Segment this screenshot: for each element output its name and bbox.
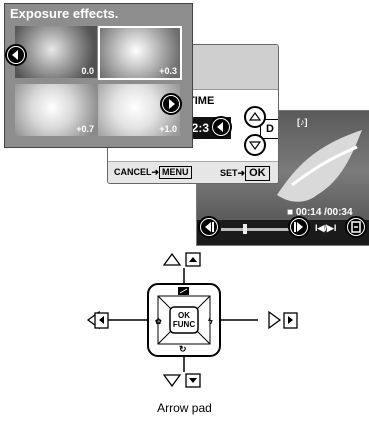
music-icon: [♪]	[297, 117, 308, 127]
date-format-box[interactable]: D	[260, 119, 278, 139]
movie-timecode: ■ 00:14 /00:34	[287, 207, 353, 218]
time-left-button[interactable]	[210, 116, 232, 138]
datetime-dialog: TIME 12:3 D CANCEL➜MENU SET➜OK	[107, 44, 279, 184]
exit-icon	[348, 219, 364, 235]
frame-back-button[interactable]	[198, 216, 220, 238]
down-button[interactable]	[174, 342, 194, 356]
right-button[interactable]	[204, 310, 218, 330]
dialog-footer-bar	[108, 161, 278, 183]
time-down-button[interactable]	[244, 134, 266, 156]
exposure-value: +1.0	[159, 124, 177, 134]
playback-progress-knob[interactable]	[243, 224, 247, 234]
bird-image	[277, 130, 362, 202]
exposure-thumbnail[interactable]: 0.0	[15, 26, 97, 78]
cancel-label: CANCEL	[114, 167, 152, 177]
down-arrow-icon	[248, 141, 262, 151]
frame-forward-button[interactable]	[288, 216, 310, 238]
arrow-pad-diagram: ✿ ϟ ↻ OK FUNC	[68, 250, 308, 390]
exit-playback-button[interactable]	[345, 216, 367, 238]
up-arrow-icon	[248, 111, 262, 121]
set-label: SET	[220, 168, 238, 178]
exposure-thumbnail-selected[interactable]: +0.3	[98, 26, 182, 80]
timecode-text: 00:14 /00:34	[295, 207, 353, 218]
exposure-value: 0.0	[81, 66, 94, 76]
playback-control-bar	[197, 220, 369, 245]
playback-progress-track[interactable]	[221, 228, 291, 231]
frame-back-icon	[201, 219, 217, 235]
exposure-title: Exposure effects.	[10, 6, 119, 21]
exposure-thumbnail[interactable]: +0.7	[15, 84, 97, 136]
left-arrow-icon	[213, 119, 229, 135]
up-button[interactable]	[174, 284, 194, 298]
svg-text:ϟ: ϟ	[208, 316, 213, 326]
right-arrow-icon	[163, 96, 179, 112]
time-up-button[interactable]	[244, 106, 266, 128]
exposure-right-button[interactable]	[160, 93, 182, 115]
skip-icon: I◀/▶I	[315, 223, 337, 233]
set-hint[interactable]: SET➜OK	[220, 166, 270, 181]
exposure-left-button[interactable]	[5, 44, 27, 66]
left-button[interactable]	[150, 310, 164, 330]
arrow-pad-drawing: ✿ ϟ ↻	[86, 252, 298, 388]
ok-key: OK	[245, 166, 270, 181]
menu-key: MENU	[159, 166, 192, 179]
frame-forward-icon	[291, 219, 307, 235]
arrow-pad-caption: Arrow pad	[157, 401, 212, 415]
exposure-effects-screen: Exposure effects. 0.0 +0.3 +0.7 +1.0	[4, 3, 193, 148]
left-arrow-icon	[8, 47, 24, 63]
time-label: TIME	[188, 95, 215, 107]
exposure-value: +0.7	[76, 124, 94, 134]
ok-label: OK	[178, 311, 190, 320]
ok-func-button[interactable]: OK FUNC	[170, 311, 198, 329]
svg-text:✿: ✿	[155, 317, 162, 326]
cancel-hint[interactable]: CANCEL➜MENU	[114, 166, 192, 179]
movie-camera-icon: ■	[287, 207, 294, 218]
func-label: FUNC	[172, 320, 196, 329]
exposure-value: +0.3	[159, 66, 177, 76]
svg-text:↻: ↻	[179, 344, 187, 354]
